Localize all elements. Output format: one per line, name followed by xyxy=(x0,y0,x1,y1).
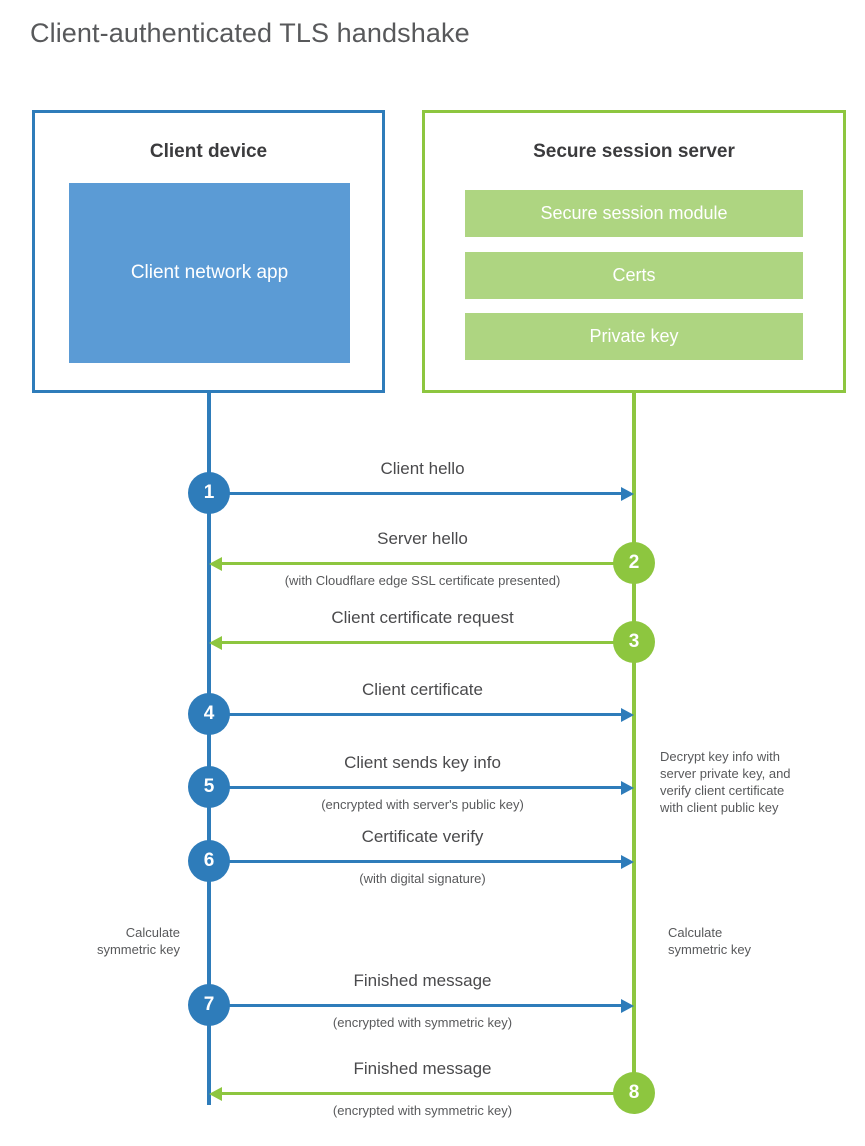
step-badge-6[interactable]: 6 xyxy=(188,840,230,882)
arrow-head-5 xyxy=(621,781,634,795)
message-sublabel-6: (with digital signature) xyxy=(359,871,486,886)
page-title: Client-authenticated TLS handshake xyxy=(30,18,470,48)
message-label-6: Certificate verify xyxy=(361,827,484,846)
message-label-1: Client hello xyxy=(380,459,465,478)
client-device-title: Client device xyxy=(149,141,268,162)
server-component-certs: Certs xyxy=(465,252,803,299)
message-line-1 xyxy=(209,492,623,495)
secure-session-server-box: Secure session server Secure session mod… xyxy=(422,110,846,393)
step-badge-5[interactable]: 5 xyxy=(188,766,230,808)
message-line-4 xyxy=(209,713,623,716)
step-badge-1[interactable]: 1 xyxy=(188,472,230,514)
message-sublabel-5: (encrypted with server's public key) xyxy=(321,797,524,812)
message-line-5 xyxy=(209,786,623,789)
arrow-head-3 xyxy=(209,636,222,650)
arrow-head-7 xyxy=(621,999,634,1013)
server-component-secure-session-module: Secure session module xyxy=(465,190,803,237)
secure-session-server-title: Secure session server xyxy=(533,141,735,162)
message-sublabel-8: (encrypted with symmetric key) xyxy=(332,1103,513,1118)
step-badge-2[interactable]: 2 xyxy=(613,542,655,584)
message-label-5: Client sends key info xyxy=(344,753,501,772)
message-line-3 xyxy=(220,641,634,644)
message-line-7 xyxy=(209,1004,623,1007)
message-sublabel-2: (with Cloudflare edge SSL certificate pr… xyxy=(284,573,561,588)
message-line-2 xyxy=(220,562,634,565)
client-device-box: Client device Client network app xyxy=(32,110,385,393)
message-sublabel-7: (encrypted with symmetric key) xyxy=(332,1015,513,1030)
arrow-head-2 xyxy=(209,557,222,571)
annotation-server-calculate-symmetric-key: Calculate symmetric key xyxy=(668,925,752,957)
server-component-private-key: Private key xyxy=(465,313,803,360)
arrow-head-6 xyxy=(621,855,634,869)
step-badge-4[interactable]: 4 xyxy=(188,693,230,735)
step-badge-7[interactable]: 7 xyxy=(188,984,230,1026)
message-line-6 xyxy=(209,860,623,863)
arrow-head-4 xyxy=(621,708,634,722)
server-lifeline xyxy=(632,393,636,1093)
message-label-7: Finished message xyxy=(353,971,492,990)
arrow-head-8 xyxy=(209,1087,222,1101)
message-label-2: Server hello xyxy=(377,529,468,548)
step-badge-8[interactable]: 8 xyxy=(613,1072,655,1114)
annotation-client-calculate-symmetric-key: Calculate symmetric key xyxy=(96,925,180,957)
message-label-3: Client certificate request xyxy=(331,608,514,627)
client-network-app-block: Client network app xyxy=(69,183,350,363)
client-lifeline xyxy=(207,393,211,1105)
message-line-8 xyxy=(220,1092,634,1095)
annotation-server-decrypt: Decrypt key info with server private key… xyxy=(660,749,791,815)
arrow-head-1 xyxy=(621,487,634,501)
step-badge-3[interactable]: 3 xyxy=(613,621,655,663)
message-label-4: Client certificate xyxy=(362,680,483,699)
message-label-8: Finished message xyxy=(353,1059,492,1078)
